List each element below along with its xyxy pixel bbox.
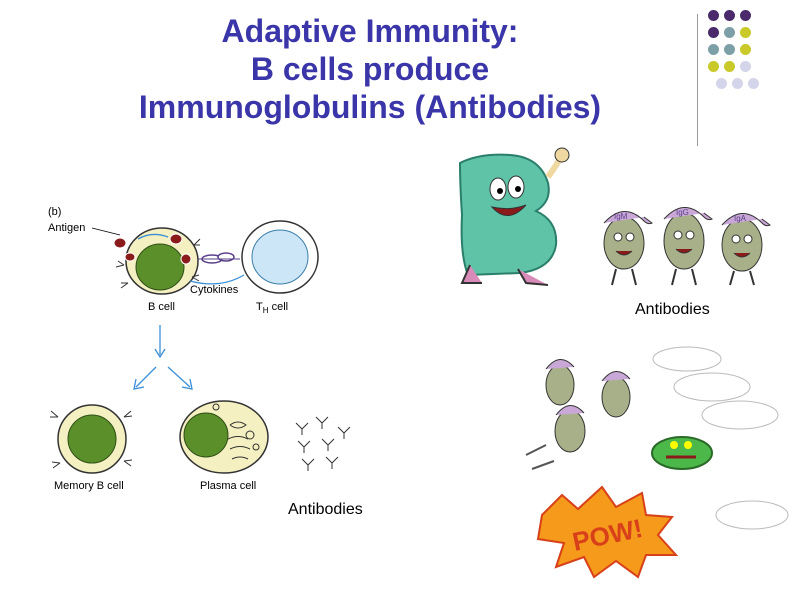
antibody-trio-cartoon: IgM IgG IgA xyxy=(603,207,771,286)
antibodies-caption-right: Antibodies xyxy=(635,301,710,318)
cytokine-arrow xyxy=(189,274,245,285)
antibodies-caption-left: Antibodies xyxy=(288,501,363,518)
plasma-cell xyxy=(179,400,269,474)
decorative-dot xyxy=(748,78,759,89)
decorative-divider xyxy=(697,14,698,146)
antibody-character-iga: IgA xyxy=(721,213,771,286)
attacking-antibodies xyxy=(525,359,631,470)
svg-text:IgM: IgM xyxy=(614,212,628,221)
antigen-label: Antigen xyxy=(48,222,85,234)
decorative-dot xyxy=(708,44,719,55)
svg-text:IgG: IgG xyxy=(676,208,689,217)
decorative-dot xyxy=(740,10,751,21)
b-letter-mascot-cartoon xyxy=(458,147,570,286)
decorative-dot xyxy=(724,44,735,55)
cytokines-label: Cytokines xyxy=(190,284,239,296)
decorative-dot xyxy=(740,44,751,55)
th-cell xyxy=(241,220,319,294)
released-antibodies xyxy=(295,416,351,471)
title-line-2: B cells produce xyxy=(250,51,490,87)
pow-explosion: POW! xyxy=(536,485,679,579)
th-cell-label: TH cell xyxy=(256,301,288,315)
cell-synapse xyxy=(198,252,240,264)
panel-label: (b) xyxy=(48,206,61,218)
plasma-cell-label: Plasma cell xyxy=(200,480,256,492)
b-cell-label: B cell xyxy=(148,301,175,313)
decorative-dot xyxy=(724,10,735,21)
antigen-pointer xyxy=(91,227,121,236)
antibody-character-igg: IgG xyxy=(663,207,713,286)
pathogen-germ xyxy=(651,436,713,470)
thought-clouds xyxy=(652,346,789,530)
title-line-1: Adaptive Immunity: xyxy=(221,13,519,49)
b-cell-activation-diagram: (b) Antigen Cytokines B cell TH cell xyxy=(48,206,351,492)
b-cell xyxy=(113,227,201,295)
decorative-dot xyxy=(708,61,719,72)
memory-b-cell xyxy=(50,404,133,474)
antibodies-attack-cartoon: POW! xyxy=(525,346,789,579)
title-line-3: Immunoglobulins (Antibodies) xyxy=(138,89,602,125)
memory-cell-label: Memory B cell xyxy=(54,480,124,492)
differentiation-arrows xyxy=(133,325,193,390)
slide-title: Adaptive Immunity: B cells produce Immun… xyxy=(60,12,680,126)
svg-text:IgA: IgA xyxy=(734,214,747,223)
decorative-dot xyxy=(732,78,743,89)
decorative-dot xyxy=(724,61,735,72)
decorative-dot xyxy=(708,10,719,21)
antibody-character-igm: IgM xyxy=(603,211,653,286)
decorative-dot xyxy=(740,27,751,38)
decorative-dot xyxy=(740,61,751,72)
decorative-dot xyxy=(708,27,719,38)
decorative-dot xyxy=(716,78,727,89)
decorative-dot xyxy=(724,27,735,38)
